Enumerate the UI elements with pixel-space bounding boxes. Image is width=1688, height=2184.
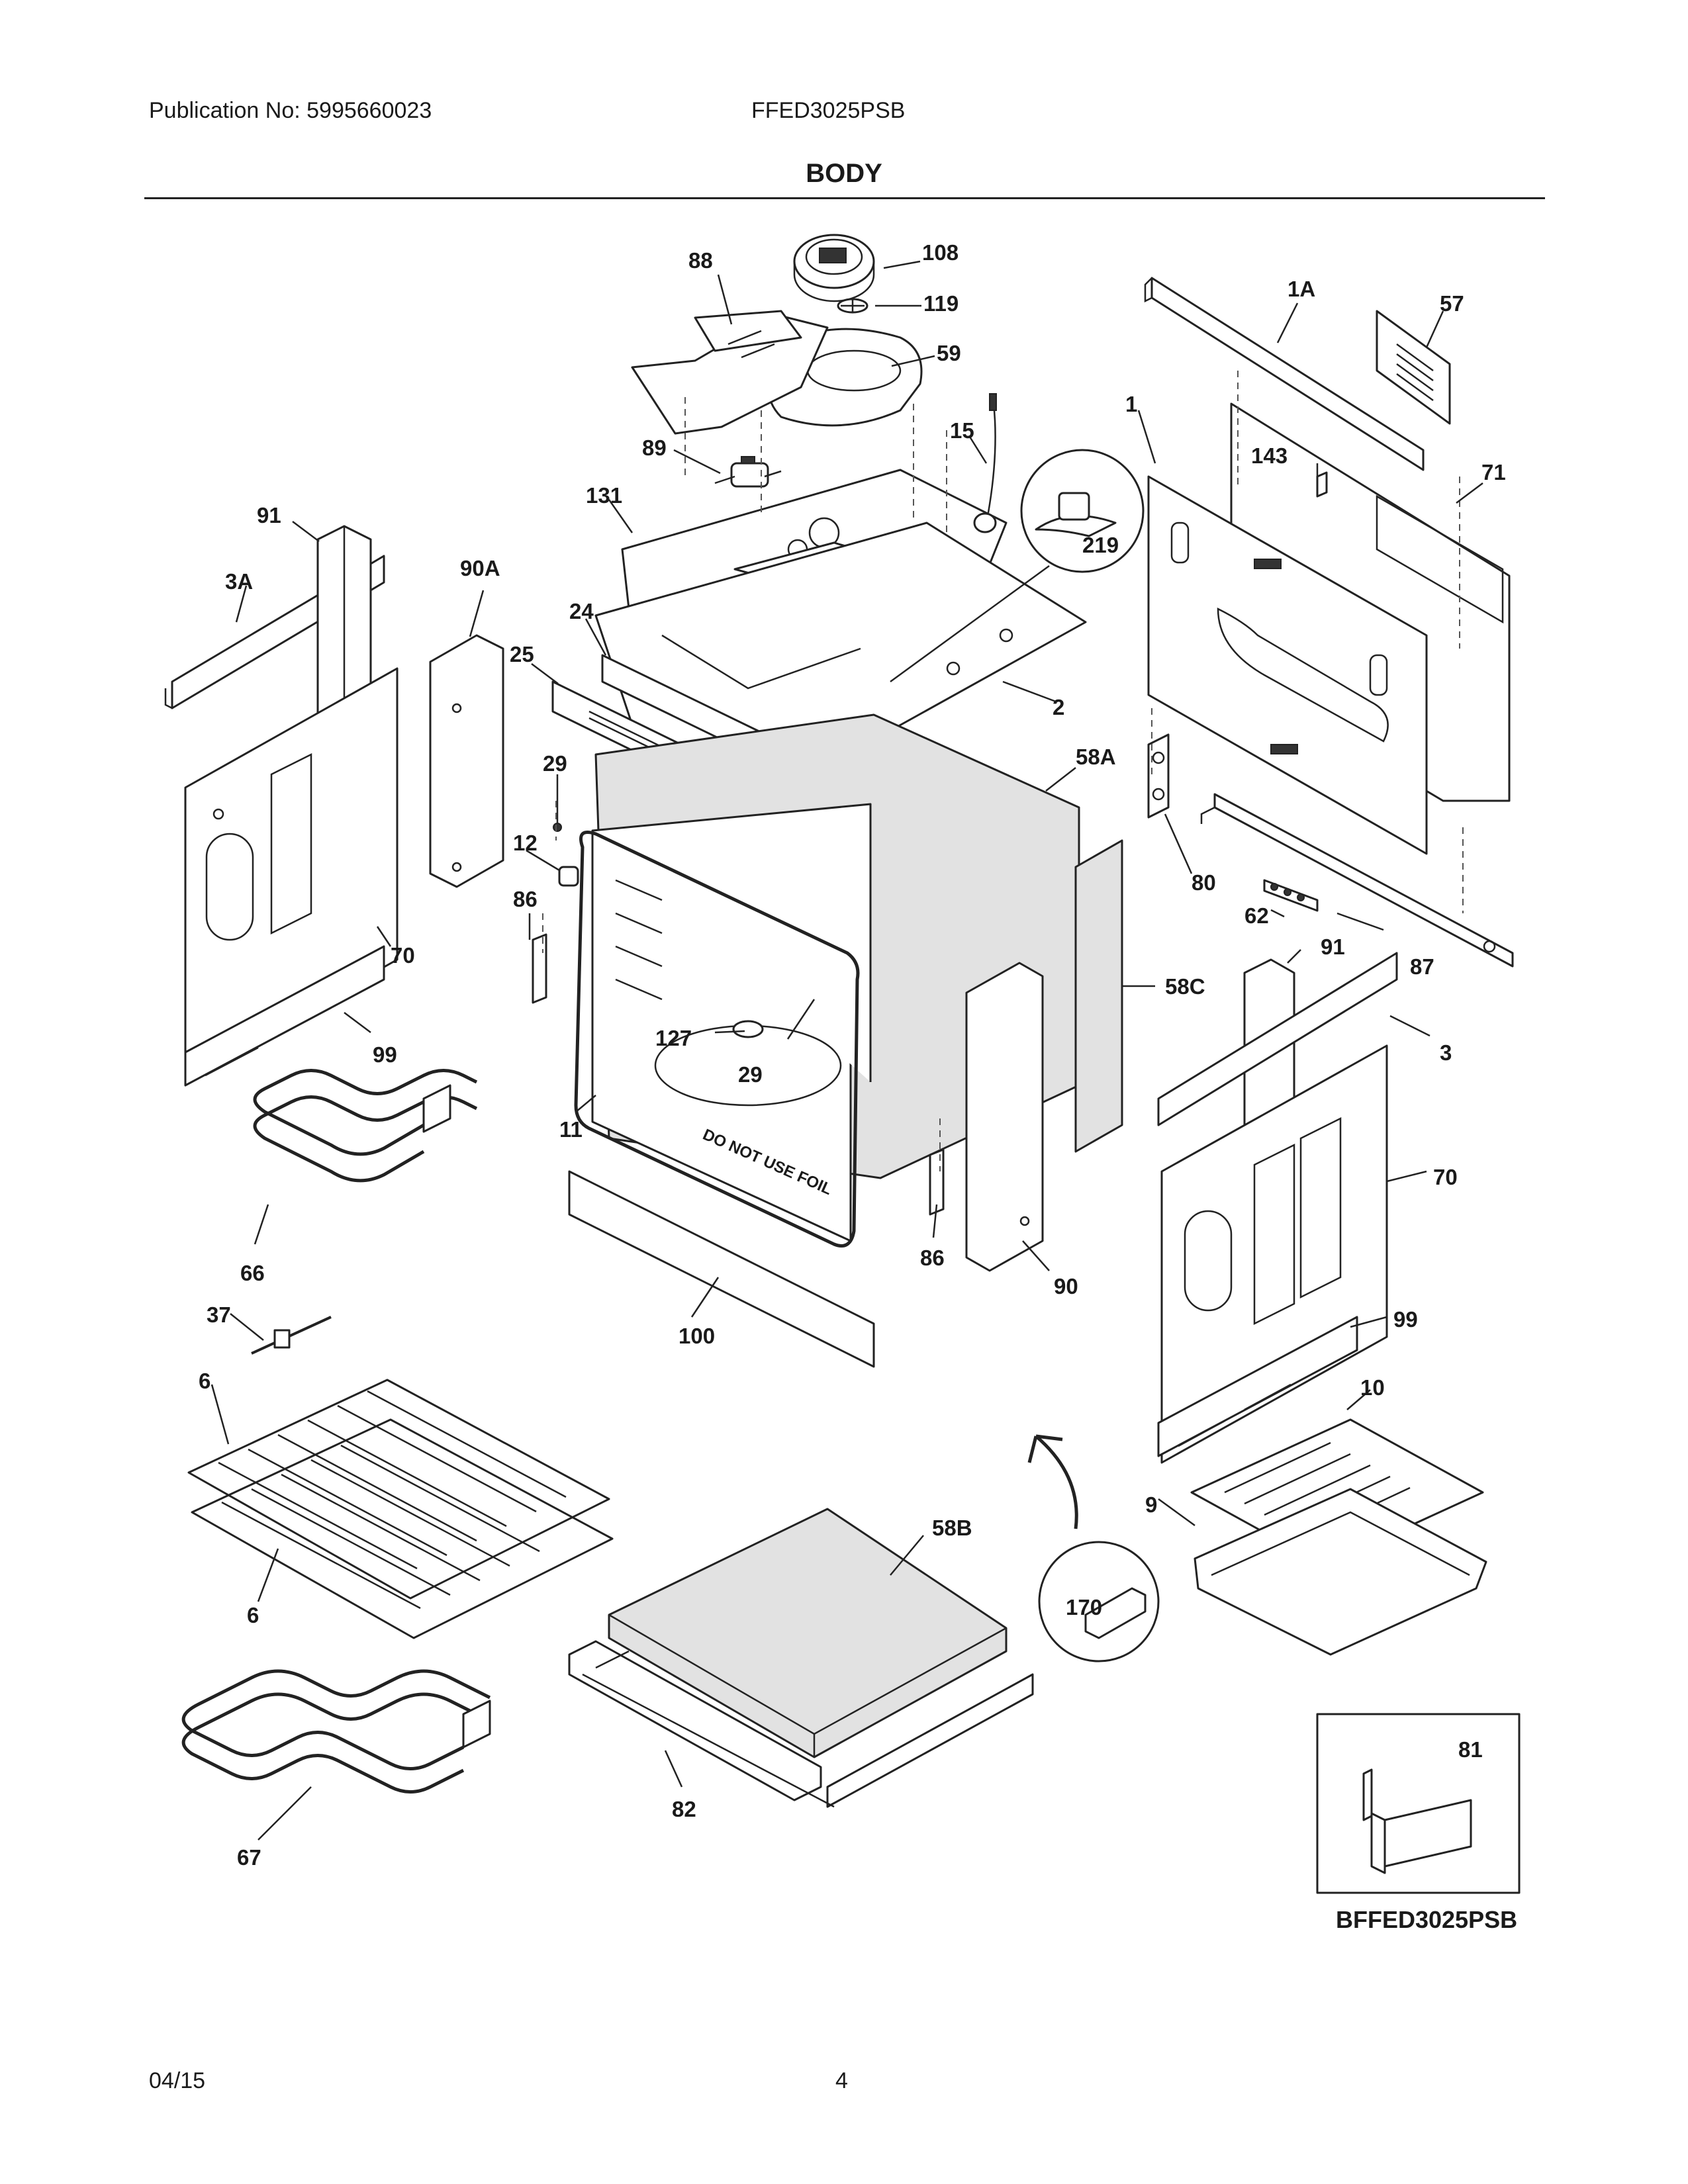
- broil-pan: [1194, 1488, 1487, 1656]
- part-label-88: 88: [688, 248, 713, 273]
- part-label-29-lower: 29: [738, 1062, 763, 1087]
- part-label-86-upper: 86: [513, 887, 538, 911]
- part-label-59: 59: [937, 341, 961, 365]
- broil-element: [253, 1069, 478, 1183]
- oven-rack-lower: [191, 1418, 614, 1639]
- right-side-shield: [965, 962, 1044, 1272]
- oven-light-socket: [558, 866, 579, 887]
- part-label-127: 127: [655, 1026, 692, 1050]
- part-label-12: 12: [513, 831, 538, 855]
- part-label-9: 9: [1145, 1492, 1157, 1517]
- page-title: BODY: [806, 159, 882, 188]
- model-number: FFED3025PSB: [751, 98, 906, 123]
- publication-date: 04/15: [149, 2068, 206, 2093]
- part-label-219: 219: [1082, 533, 1119, 557]
- right-side-panel: [1160, 1044, 1388, 1464]
- inset-box: [1316, 1713, 1521, 1894]
- anti-tip-bracket-detail: [1027, 1434, 1160, 1662]
- fan-blade: [837, 298, 868, 314]
- side-bracket: [1147, 733, 1170, 819]
- part-label-90: 90: [1054, 1274, 1078, 1298]
- storage-drawer-frame: [568, 1640, 1034, 1808]
- part-label-6-upper: 6: [199, 1369, 211, 1393]
- part-label-91-right: 91: [1321, 934, 1345, 959]
- part-label-99-right: 99: [1393, 1307, 1418, 1332]
- leader-lines: [211, 260, 1483, 1841]
- part-label-99-left: 99: [373, 1042, 397, 1067]
- part-label-58B: 58B: [932, 1516, 972, 1540]
- part-label-119: 119: [923, 291, 959, 316]
- part-label-10: 10: [1360, 1375, 1385, 1400]
- oven-rack-upper: [187, 1379, 610, 1600]
- convection-fan-motor: [793, 234, 875, 302]
- rear-vent-cover: [1376, 310, 1451, 425]
- part-label-91-left: 91: [257, 503, 281, 527]
- part-label-58C: 58C: [1165, 974, 1205, 999]
- thermal-fuse-detail: [890, 449, 1145, 683]
- part-label-3A: 3A: [225, 569, 253, 594]
- rear-panel: [1147, 475, 1428, 855]
- part-label-1A: 1A: [1288, 277, 1315, 301]
- part-label-24: 24: [569, 599, 594, 623]
- part-label-131: 131: [586, 483, 622, 508]
- bake-element: [181, 1669, 491, 1794]
- rear-top-bracket: [1144, 277, 1425, 471]
- part-label-80: 80: [1192, 870, 1216, 895]
- hinge-receptacle-left: [532, 933, 547, 1004]
- part-label-66: 66: [240, 1261, 265, 1285]
- publication-number: Publication No: 5995660023: [149, 98, 432, 123]
- part-label-170: 170: [1066, 1595, 1102, 1619]
- front-bottom-trim: [568, 1170, 875, 1368]
- part-label-81: 81: [1458, 1737, 1483, 1762]
- rear-side-insulation: [1074, 839, 1123, 1153]
- bottom-insulation: [608, 1508, 1008, 1758]
- part-label-6-lower: 6: [247, 1603, 259, 1627]
- left-lower-bracket: [184, 945, 385, 1087]
- door-gasket: [574, 831, 860, 1248]
- diagram-id-label: BFFED3025PSB: [1336, 1906, 1518, 1933]
- part-label-15: 15: [950, 418, 974, 443]
- part-label-29-upper: 29: [543, 751, 567, 776]
- part-label-82: 82: [672, 1797, 696, 1821]
- part-label-71: 71: [1481, 460, 1506, 484]
- part-label-57: 57: [1440, 291, 1464, 316]
- part-label-25: 25: [510, 642, 534, 666]
- temperature-sensor: [973, 393, 997, 533]
- alignment-lines: [542, 371, 1464, 1171]
- part-number-labels: 88 108 119 59 1A 57 1 15 89 143 71 219 1…: [199, 240, 1506, 1870]
- upper-vent-duct: [631, 310, 829, 435]
- right-lower-bracket: [1157, 1316, 1358, 1457]
- left-side-shield: [429, 634, 504, 888]
- terminal-block: [1263, 879, 1319, 912]
- hinge-receptacle-right: [929, 1148, 945, 1216]
- part-label-70-right: 70: [1433, 1165, 1458, 1189]
- part-label-89: 89: [642, 435, 667, 460]
- part-label-3: 3: [1440, 1040, 1452, 1065]
- lower-rear-rail: [1200, 793, 1514, 968]
- header-divider: [144, 197, 1545, 199]
- part-label-58A: 58A: [1076, 745, 1116, 769]
- thermal-switch: [714, 456, 782, 488]
- screw: [553, 788, 562, 832]
- part-label-90A: 90A: [460, 556, 500, 580]
- part-label-62: 62: [1244, 903, 1269, 928]
- part-label-143: 143: [1251, 443, 1288, 468]
- part-label-2: 2: [1053, 695, 1064, 719]
- part-label-86-lower: 86: [920, 1246, 945, 1270]
- part-label-11: 11: [559, 1117, 583, 1142]
- oven-cavity: DO NOT USE FOIL: [591, 803, 872, 1242]
- part-label-70-left: 70: [391, 943, 415, 968]
- panel-clip: [1316, 471, 1328, 498]
- part-label-100: 100: [679, 1324, 715, 1348]
- part-label-1: 1: [1125, 392, 1137, 416]
- part-label-87: 87: [1410, 954, 1434, 979]
- part-label-37: 37: [207, 1302, 231, 1327]
- part-label-108: 108: [922, 240, 959, 265]
- part-label-67: 67: [237, 1845, 261, 1870]
- right-side-top-trim: [1157, 952, 1398, 1126]
- page-number: 4: [835, 2068, 848, 2093]
- oven-sensor: [251, 1316, 332, 1355]
